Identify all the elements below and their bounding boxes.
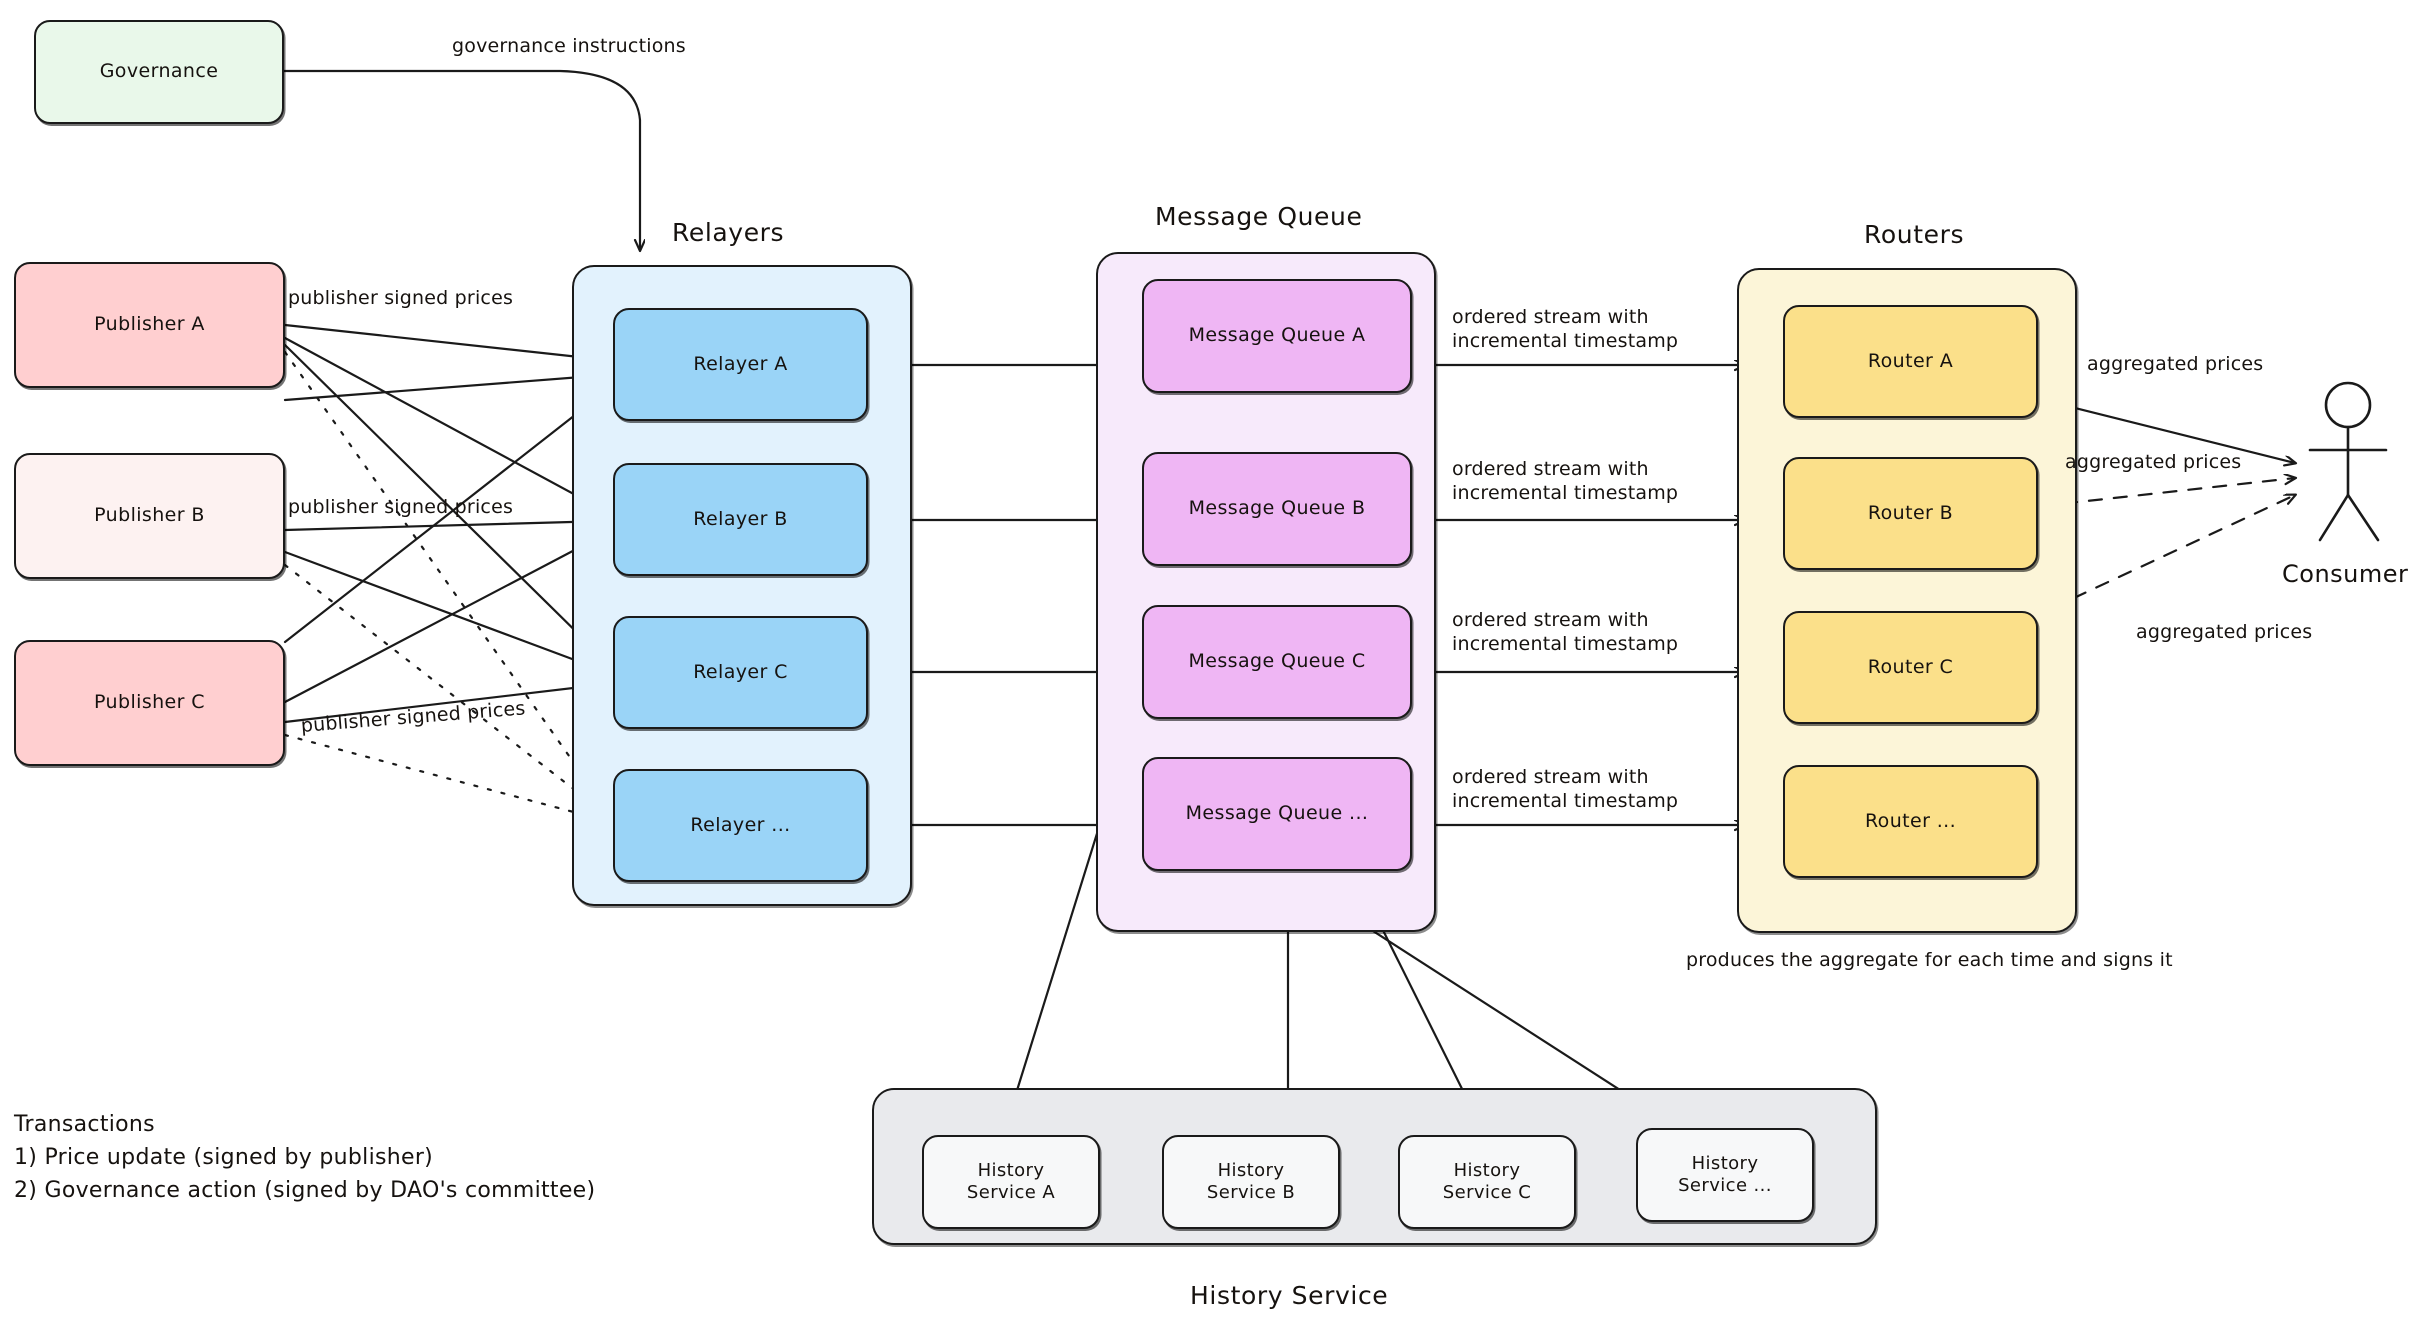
history-service-c-node[interactable]: History Service C [1398, 1135, 1576, 1229]
history-service-a-node[interactable]: History Service A [922, 1135, 1100, 1229]
router-a-label: Router A [1867, 349, 1954, 372]
message-queue-a-node[interactable]: Message Queue A [1142, 279, 1412, 393]
message-queue-group-title: Message Queue [1155, 202, 1363, 231]
history-service-more-label: History Service ... [1678, 1152, 1772, 1197]
publisher-edge-label-b: publisher signed prices [288, 496, 514, 518]
publisher-c-label: Publisher C [94, 691, 205, 714]
history-service-b-label: History Service B [1206, 1159, 1296, 1204]
consumer-label: Consumer [2282, 560, 2409, 588]
history-service-b-node[interactable]: History Service B [1162, 1135, 1340, 1229]
aggregated-prices-label-c: aggregated prices [2136, 621, 2313, 643]
relayer-c-label: Relayer C [693, 660, 788, 683]
governance-label: Governance [99, 60, 219, 83]
router-c-label: Router C [1867, 655, 1954, 678]
router-more-node[interactable]: Router ... [1783, 765, 2038, 878]
routers-note: produces the aggregate for each time and… [1686, 949, 2173, 971]
publisher-a-node[interactable]: Publisher A [14, 262, 285, 388]
message-queue-b-label: Message Queue B [1188, 497, 1366, 520]
publisher-edge-label-a: publisher signed prices [288, 287, 514, 309]
router-c-node[interactable]: Router C [1783, 611, 2038, 724]
routers-group-title: Routers [1864, 220, 1965, 249]
publisher-c-node[interactable]: Publisher C [14, 640, 285, 766]
aggregated-prices-label-b: aggregated prices [2065, 451, 2242, 473]
message-queue-a-label: Message Queue A [1188, 324, 1366, 347]
relayer-b-label: Relayer B [693, 507, 788, 530]
history-service-a-label: History Service A [966, 1159, 1056, 1204]
queue-router-label-more: ordered stream with incremental timestam… [1452, 766, 1679, 813]
publisher-b-node[interactable]: Publisher B [14, 453, 285, 579]
message-queue-more-label: Message Queue ... [1185, 802, 1369, 825]
governance-edge-label: governance instructions [452, 35, 686, 57]
relayer-more-label: Relayer ... [690, 813, 791, 836]
transactions-legend: Transactions 1) Price update (signed by … [14, 1112, 596, 1203]
history-service-c-label: History Service C [1442, 1159, 1532, 1204]
router-more-label: Router ... [1864, 809, 1957, 832]
history-service-group-title: History Service [1190, 1281, 1389, 1310]
message-queue-c-node[interactable]: Message Queue C [1142, 605, 1412, 719]
relayer-more-node[interactable]: Relayer ... [613, 769, 868, 882]
message-queue-b-node[interactable]: Message Queue B [1142, 452, 1412, 566]
router-b-label: Router B [1867, 501, 1954, 524]
queue-router-label-c: ordered stream with incremental timestam… [1452, 609, 1679, 656]
publisher-b-label: Publisher B [94, 504, 205, 527]
governance-node[interactable]: Governance [34, 20, 284, 124]
queue-router-label-a: ordered stream with incremental timestam… [1452, 306, 1679, 353]
relayer-a-node[interactable]: Relayer A [613, 308, 868, 421]
publisher-a-label: Publisher A [94, 313, 205, 336]
message-queue-c-label: Message Queue C [1188, 650, 1366, 673]
relayer-c-node[interactable]: Relayer C [613, 616, 868, 729]
history-service-more-node[interactable]: History Service ... [1636, 1128, 1814, 1222]
aggregated-prices-label-a: aggregated prices [2087, 353, 2264, 375]
router-b-node[interactable]: Router B [1783, 457, 2038, 570]
publisher-edge-label-c: publisher signed prices [300, 697, 527, 737]
router-a-node[interactable]: Router A [1783, 305, 2038, 418]
queue-router-label-b: ordered stream with incremental timestam… [1452, 458, 1679, 505]
relayer-a-label: Relayer A [693, 352, 788, 375]
message-queue-more-node[interactable]: Message Queue ... [1142, 757, 1412, 871]
relayers-group-title: Relayers [672, 218, 785, 247]
relayer-b-node[interactable]: Relayer B [613, 463, 868, 576]
